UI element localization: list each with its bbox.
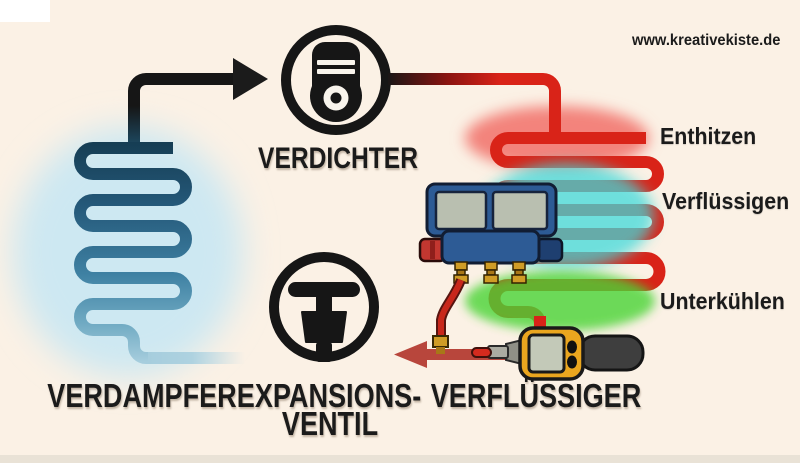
thermometer xyxy=(471,326,645,381)
thermometer-button xyxy=(567,340,577,354)
suction-pipe xyxy=(128,58,268,146)
flow-arrow-left-icon xyxy=(394,341,427,368)
hose-fittings xyxy=(453,261,527,284)
subcool-zone-glow xyxy=(465,271,655,331)
gauge-screen-right xyxy=(491,190,549,231)
bottom-edge-strip xyxy=(0,455,800,463)
label-zone-unterkuehlen: Unterkühlen xyxy=(660,288,785,314)
compressor-icon xyxy=(281,25,391,135)
label-verdampfer: VERDAMPFER xyxy=(47,377,237,414)
label-expansionsventil-line1: EXPANSIONS- xyxy=(236,377,422,414)
high-side-knob xyxy=(535,237,564,263)
thermometer-screen xyxy=(527,333,566,374)
label-expansionsventil-line2: VENTIL xyxy=(281,405,379,442)
hose-nut xyxy=(432,335,449,348)
expansion-valve-icon xyxy=(269,252,379,362)
service-hose xyxy=(432,278,466,354)
watermark: www.kreativekiste.de xyxy=(632,32,781,49)
thermometer-handle xyxy=(577,334,645,372)
manifold-gauge-set xyxy=(418,182,564,284)
label-verdichter: VERDICHTER xyxy=(258,142,418,175)
thermometer-button xyxy=(567,355,577,369)
discharge-pipe xyxy=(388,73,561,144)
label-zone-enthitzen: Enthitzen xyxy=(660,123,757,149)
label-zone-verfluessigen: Verflüssigen xyxy=(662,188,790,214)
evaporator-coil xyxy=(74,142,245,364)
paper-white-patch xyxy=(0,0,50,22)
gauge-screen-left xyxy=(434,190,488,231)
label-verfluessiger: VERFLÜSSIGER xyxy=(430,377,642,414)
probe-tip xyxy=(471,347,492,358)
flow-arrow-right-icon xyxy=(233,58,268,100)
